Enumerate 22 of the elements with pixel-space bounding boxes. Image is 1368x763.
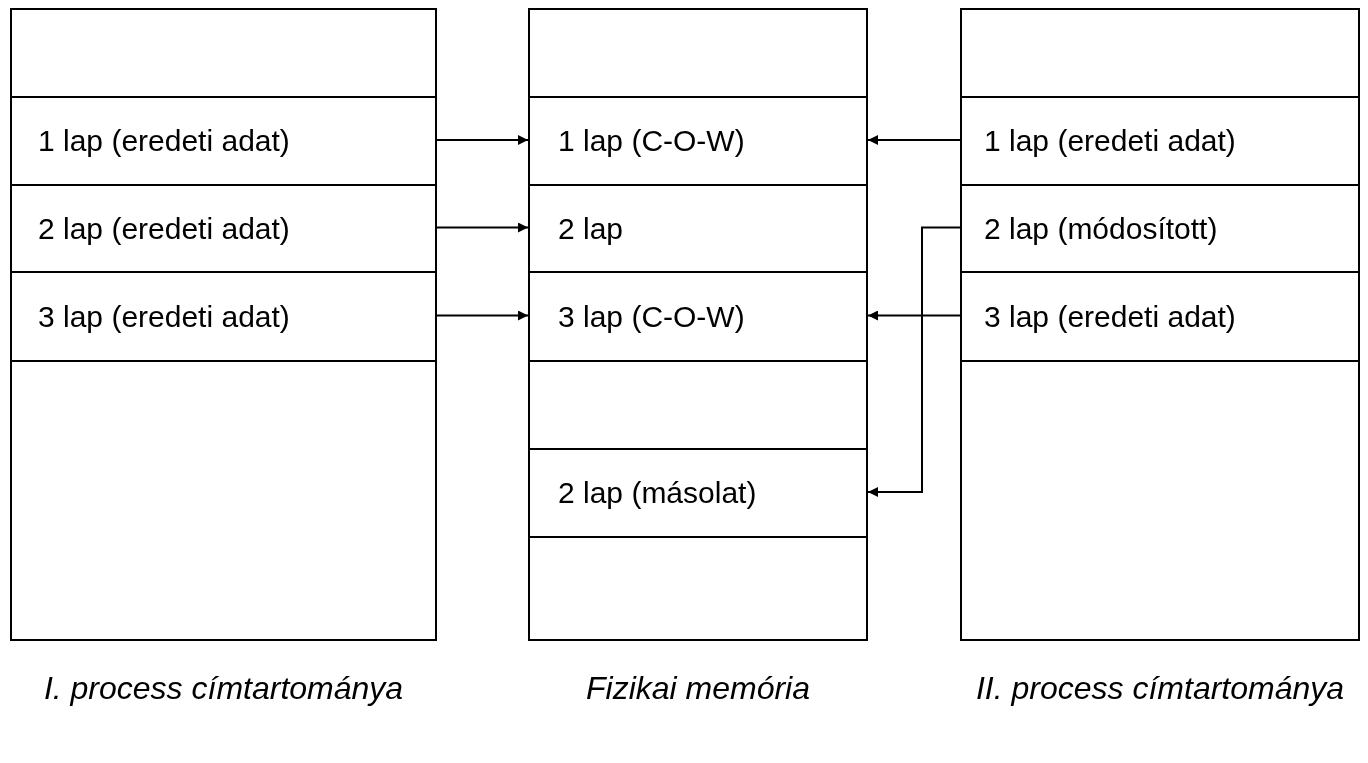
arrow: [867, 135, 961, 145]
page-label: 3 lap (C-O-W): [558, 299, 745, 334]
column-caption: I. process címtartománya: [42, 669, 405, 708]
column-caption: Fizikai memória: [585, 669, 811, 708]
page-label: 2 lap (másolat): [558, 476, 757, 510]
arrow: [436, 135, 529, 145]
column-caption: II. process címtartománya: [974, 669, 1346, 708]
arrow: [867, 226, 961, 497]
page-label: 1 lap (eredeti adat): [38, 124, 290, 158]
page-label: 2 lap (eredeti adat): [38, 211, 290, 246]
arrow: [436, 222, 529, 233]
page-label: 2 lap (módosított): [984, 211, 1218, 246]
page-label: 3 lap (eredeti adat): [38, 299, 290, 334]
page-label: 2 lap: [558, 211, 624, 246]
arrow: [436, 310, 529, 321]
address-space-column: [960, 8, 1360, 641]
arrow: [867, 310, 961, 321]
address-space-column: [528, 8, 868, 641]
page-label: 1 lap (C-O-W): [558, 124, 745, 158]
address-space-column: [10, 8, 437, 641]
page-label: 3 lap (eredeti adat): [984, 299, 1236, 334]
page-label: 1 lap (eredeti adat): [984, 124, 1236, 158]
